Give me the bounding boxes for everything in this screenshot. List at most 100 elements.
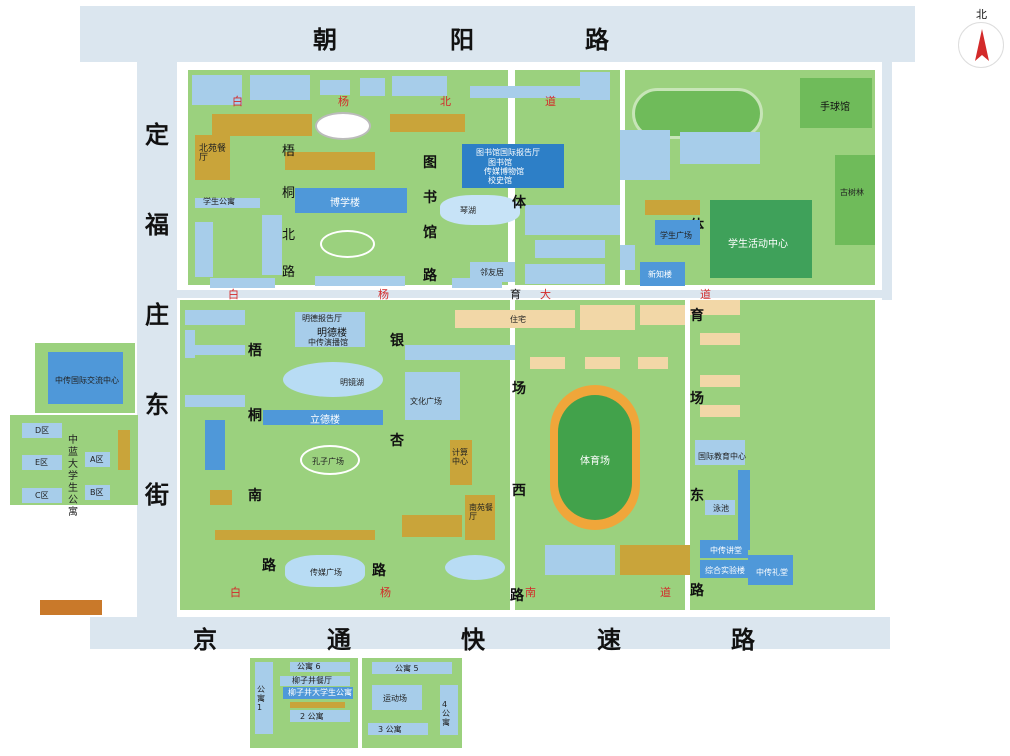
building-zhujiao-2 [580,305,635,330]
liuzijing-canteen-label: 柳子井餐厅 [292,676,332,685]
road-baiyang-s-3: 南 [525,586,536,599]
building-tennis [800,78,872,128]
building-zhongchuan-hall2 [700,540,748,558]
building-wenhua [405,372,460,420]
ancient-forest-label: 古树林 [840,188,864,197]
student-center-label: 学生活动中心 [728,239,788,250]
gy6-label: 公寓 6 [297,662,321,671]
building-liuzijing-canteen [280,676,350,686]
road-yinxing-3: 路 [372,563,386,579]
xinzhi-label: 新知楼 [648,270,672,279]
building-nw-6 [470,86,580,98]
mingde-hall-label: 明德报告厅 [302,314,342,323]
building-east-strip [738,470,750,550]
mingde-label: 明德楼 [317,328,347,339]
building-bowu [295,188,407,213]
building-ncenter-3 [525,264,605,284]
building-ncenter-2 [535,240,605,258]
road-yudong-4: 路 [690,583,704,599]
building-zhujiao-9 [585,357,620,369]
building-zhujiao-5 [700,333,740,345]
west-road-char-3: 庄 [145,301,169,329]
building-xuesheng-34 [195,198,260,208]
building-gy3 [368,723,428,735]
building-sw-1 [185,310,245,325]
gy3-label: 3 公寓 [378,725,402,734]
west-road-char-2: 福 [145,211,169,239]
zone-e [22,455,62,470]
library-label-1: 图书馆国际报告厅 [476,148,540,157]
building-zhujiao-10 [638,357,668,369]
road-yudong-3: 东 [690,488,704,504]
qin-lake-label: 琴湖 [460,206,476,215]
zhongchuan-hall2-label: 中传讲堂 [710,546,742,555]
road-tushuguan-2: 书 [423,190,437,206]
building-ne-3 [620,245,635,270]
building-ne-gold [645,200,700,215]
beiyuan-canteen-label: 北苑餐厅 [199,144,227,163]
road-tushuguan-4: 路 [423,268,437,284]
building-zhongchuan-lt [748,555,793,585]
road-tushuguan-3: 馆 [423,225,437,241]
road-wutong-n-3: 北 [282,228,296,243]
building-nw-3 [320,80,350,95]
building-mingde [295,312,365,347]
road-baiyang-s-2: 杨 [380,586,391,599]
stadium-label: 体育场 [580,456,610,467]
west-road-char-1: 定 [145,121,169,149]
road-yinxing-2: 杏 [390,433,404,449]
intl-edu-label: 国际教育中心 [698,452,746,461]
lake-south [445,555,505,580]
building-35 [195,222,213,277]
building-gy5 [372,662,452,674]
building-nw-1 [192,75,242,105]
lake-qin [440,195,520,225]
intl-exchange-label: 中传国际交流中心 [55,376,119,385]
stadium-field [558,395,632,520]
zone-b [85,485,110,500]
road-baiyang-n-4: 道 [545,95,556,108]
building-complex [700,560,748,578]
north-road-char-3: 路 [585,26,609,54]
east-edge [882,62,892,300]
kongzi-label: 孔子广场 [312,457,344,466]
road-yinxing-1: 银 [390,333,404,349]
lide-label: 立德楼 [310,415,340,426]
road-yuda-3: 育 [510,288,521,301]
road-ti-1: 体 [512,195,526,211]
road-wutong-n-4: 路 [282,265,296,280]
bowu-label: 博学楼 [330,198,360,209]
south-road-char-5: 路 [731,626,755,654]
building-gold-32 [390,114,465,132]
zone-d [22,423,62,438]
building-zhujiao-3 [640,305,685,325]
xuesheng-label-34: 学生公寓 [203,197,235,206]
complex-label: 综合实验楼 [705,566,745,575]
building-library [462,144,564,188]
jisuan-label: 计算中心 [452,448,468,466]
south-road-char-2: 通 [327,626,351,654]
road-wutong-s-2: 桐 [248,408,262,424]
building-xinzhi [640,262,685,286]
garden-circle [320,230,375,258]
orange-block [40,600,102,615]
tennis-label: 手球馆 [820,102,850,113]
road-changxi-1: 场 [512,381,526,397]
building-intl-edu [695,440,745,465]
road-baiyang-s-1: 白 [230,586,241,599]
building-swim [705,500,735,515]
kongzi-square [300,445,360,475]
gy5-label: 公寓 5 [395,664,419,673]
media-square [285,555,365,587]
north-road [80,6,915,62]
building-gy6 [290,662,350,672]
building-sw-3 [195,345,245,355]
building-intl-exchange [48,352,123,404]
zone-a [85,452,110,467]
building-se-gold [620,545,690,575]
road-changxi-2: 西 [512,483,526,499]
road-yuda-5: 道 [700,288,711,301]
yundongchang-label: 运动场 [383,694,407,703]
swim-label: 泳池 [713,504,729,513]
yuanzi-label: 邻友居 [480,268,504,277]
